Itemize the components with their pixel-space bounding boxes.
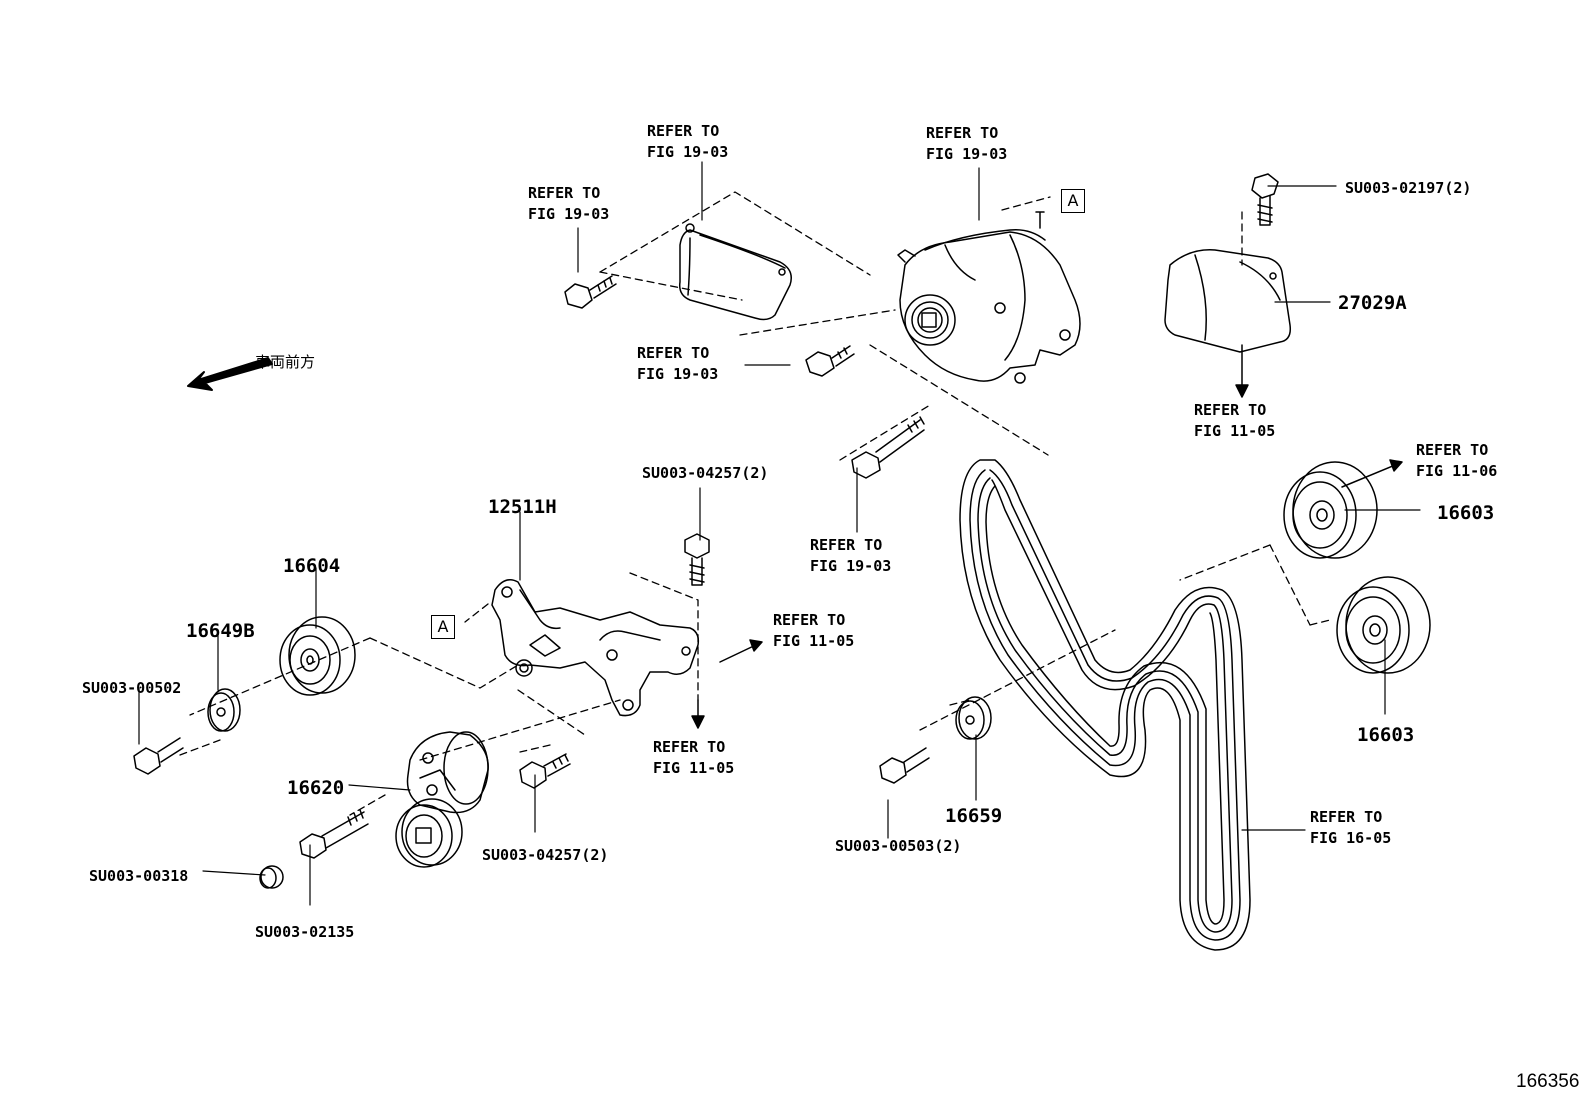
alternator-cover-icon <box>678 223 792 321</box>
plate-icon <box>955 696 992 740</box>
part-label-cover: 27029A <box>1338 292 1407 314</box>
refer-label-bracket-right: REFER TO FIG 11-05 <box>773 611 855 650</box>
part-label-bolt-left: SU003-00502 <box>82 679 182 697</box>
part-label-tensioner-bolt: SU003-02135 <box>255 923 355 941</box>
tensioner-icon <box>395 731 489 868</box>
refer-label-alt-cover: REFER TO FIG 19-03 <box>647 122 729 161</box>
arrows <box>187 344 1403 729</box>
refer-label-long-bolt: REFER TO FIG 19-03 <box>810 536 892 575</box>
figure-number: 166356 <box>1516 1071 1580 1092</box>
refer-label-pulley-right: REFER TO FIG 11-06 <box>1416 441 1498 480</box>
part-label-bolt-top-right: SU003-02197(2) <box>1345 179 1472 197</box>
bolt-icon <box>1251 173 1279 226</box>
long-bolt-icon <box>851 416 925 479</box>
alternator-icon <box>897 211 1081 384</box>
pulley-icon <box>279 616 356 696</box>
part-label-cap: SU003-00318 <box>89 867 189 885</box>
bolt-icon <box>299 809 369 859</box>
part-label-idler-upper: 16603 <box>1437 502 1495 524</box>
bolt-icon <box>879 747 930 784</box>
bolt-icon <box>133 737 184 775</box>
v-ribbed-belt-icon <box>959 459 1251 951</box>
idler-pulley-upper-icon <box>1283 461 1378 559</box>
front-direction-label: 車両前方 <box>255 353 316 371</box>
plate-icon <box>207 688 241 732</box>
idler-pulley-lower-icon <box>1336 576 1431 674</box>
ref-marker-a-bracket: A <box>431 615 455 639</box>
refer-label-alternator: REFER TO FIG 19-03 <box>926 124 1008 163</box>
bracket-icon <box>491 579 700 717</box>
assembly-lines <box>179 191 1331 816</box>
cap-icon <box>259 865 284 889</box>
part-label-tensioner: 16620 <box>287 777 345 799</box>
part-label-idler-lower: 16603 <box>1357 724 1415 746</box>
refer-label-small-bolt: REFER TO FIG 19-03 <box>528 184 610 223</box>
bolt-icon <box>684 533 710 586</box>
refer-label-alt-bolt: REFER TO FIG 19-03 <box>637 344 719 383</box>
refer-label-cover-down: REFER TO FIG 11-05 <box>1194 401 1276 440</box>
part-label-bracket-bolt-top: SU003-04257(2) <box>642 464 769 482</box>
bolt-icon <box>519 753 571 789</box>
part-label-bracket-bolt-bottom: SU003-04257(2) <box>482 846 609 864</box>
cover-icon <box>1164 249 1292 353</box>
part-label-bolt-mid: SU003-00503(2) <box>835 837 962 855</box>
part-label-bracket: 12511H <box>488 496 557 518</box>
leader-lines <box>138 161 1421 906</box>
front-arrow-icon <box>187 357 273 391</box>
part-label-pulley-left: 16604 <box>283 555 341 577</box>
bolt-icon <box>805 345 855 377</box>
refer-label-bracket-down: REFER TO FIG 11-05 <box>653 738 735 777</box>
refer-label-belt: REFER TO FIG 16-05 <box>1310 808 1392 847</box>
bolt-icon <box>564 275 617 309</box>
ref-marker-a-alternator: A <box>1061 189 1085 213</box>
part-label-plate-left: 16649B <box>186 620 255 642</box>
part-label-plate-mid: 16659 <box>945 805 1003 827</box>
